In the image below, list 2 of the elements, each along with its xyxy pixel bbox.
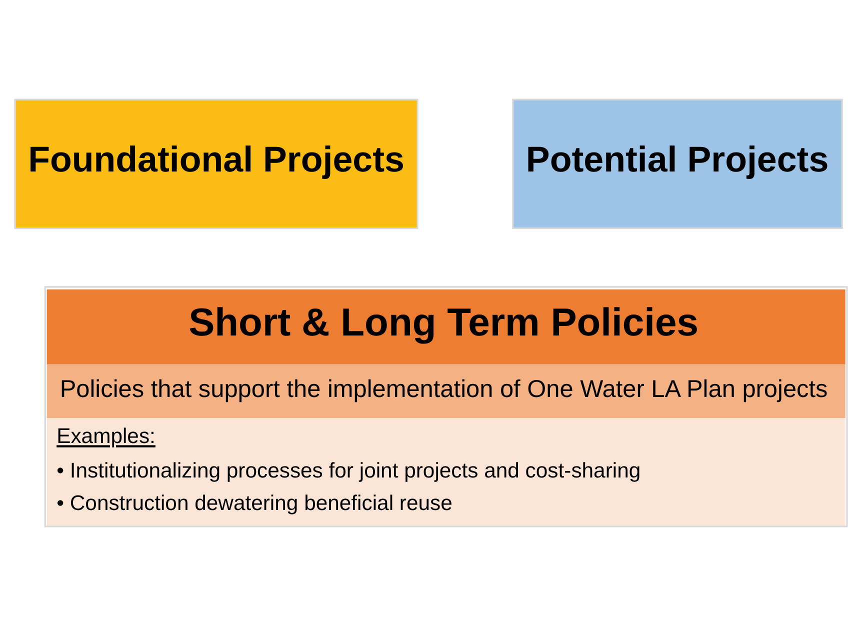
node-box: Potential Projects xyxy=(512,98,843,229)
node-box: Foundational Projects xyxy=(14,98,418,229)
